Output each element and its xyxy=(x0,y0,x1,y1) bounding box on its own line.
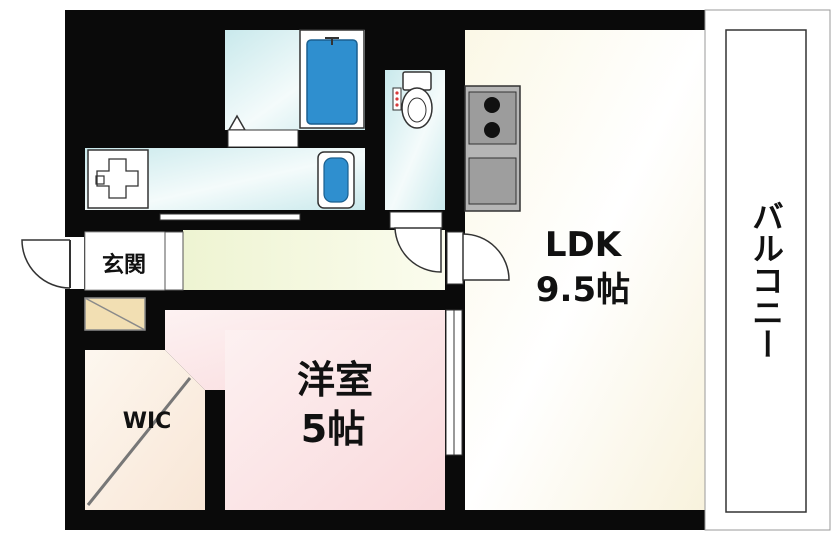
washing-machine-icon xyxy=(87,149,149,209)
washbasin-icon xyxy=(317,151,355,209)
stove-icon xyxy=(468,91,517,145)
toilet-door-swing-icon xyxy=(394,227,442,273)
ldk-door-frame xyxy=(446,231,464,285)
wic-partition-line xyxy=(86,377,192,506)
shoe-box-line xyxy=(84,297,146,331)
western-room-floor-upper xyxy=(165,310,445,390)
western-room-floor xyxy=(225,310,445,510)
ldk-size-label: 9.5帖 xyxy=(536,270,630,310)
entrance-floor xyxy=(84,231,166,291)
balcony-label: バルコニー xyxy=(747,200,785,360)
entrance-door-swing-icon xyxy=(18,237,84,289)
wic-label: WIC xyxy=(123,409,172,434)
washroom-sliding-door xyxy=(159,213,301,221)
ldk-name-label: LDK xyxy=(545,225,623,265)
bathroom-threshold xyxy=(227,129,299,148)
entrance-door-frame xyxy=(164,231,184,291)
toilet-door-frame xyxy=(389,211,443,229)
bathtub-icon xyxy=(299,29,365,129)
ldk-door-swing-icon xyxy=(462,233,510,281)
western-room-name-label: 洋室 xyxy=(297,358,373,402)
toilet-icon xyxy=(392,71,433,129)
western-room-size-label: 5帖 xyxy=(301,407,365,451)
wic-door-post xyxy=(205,390,225,510)
kitchen-sink xyxy=(468,157,517,205)
balcony-area xyxy=(725,29,807,513)
entrance-label: 玄関 xyxy=(102,252,146,278)
